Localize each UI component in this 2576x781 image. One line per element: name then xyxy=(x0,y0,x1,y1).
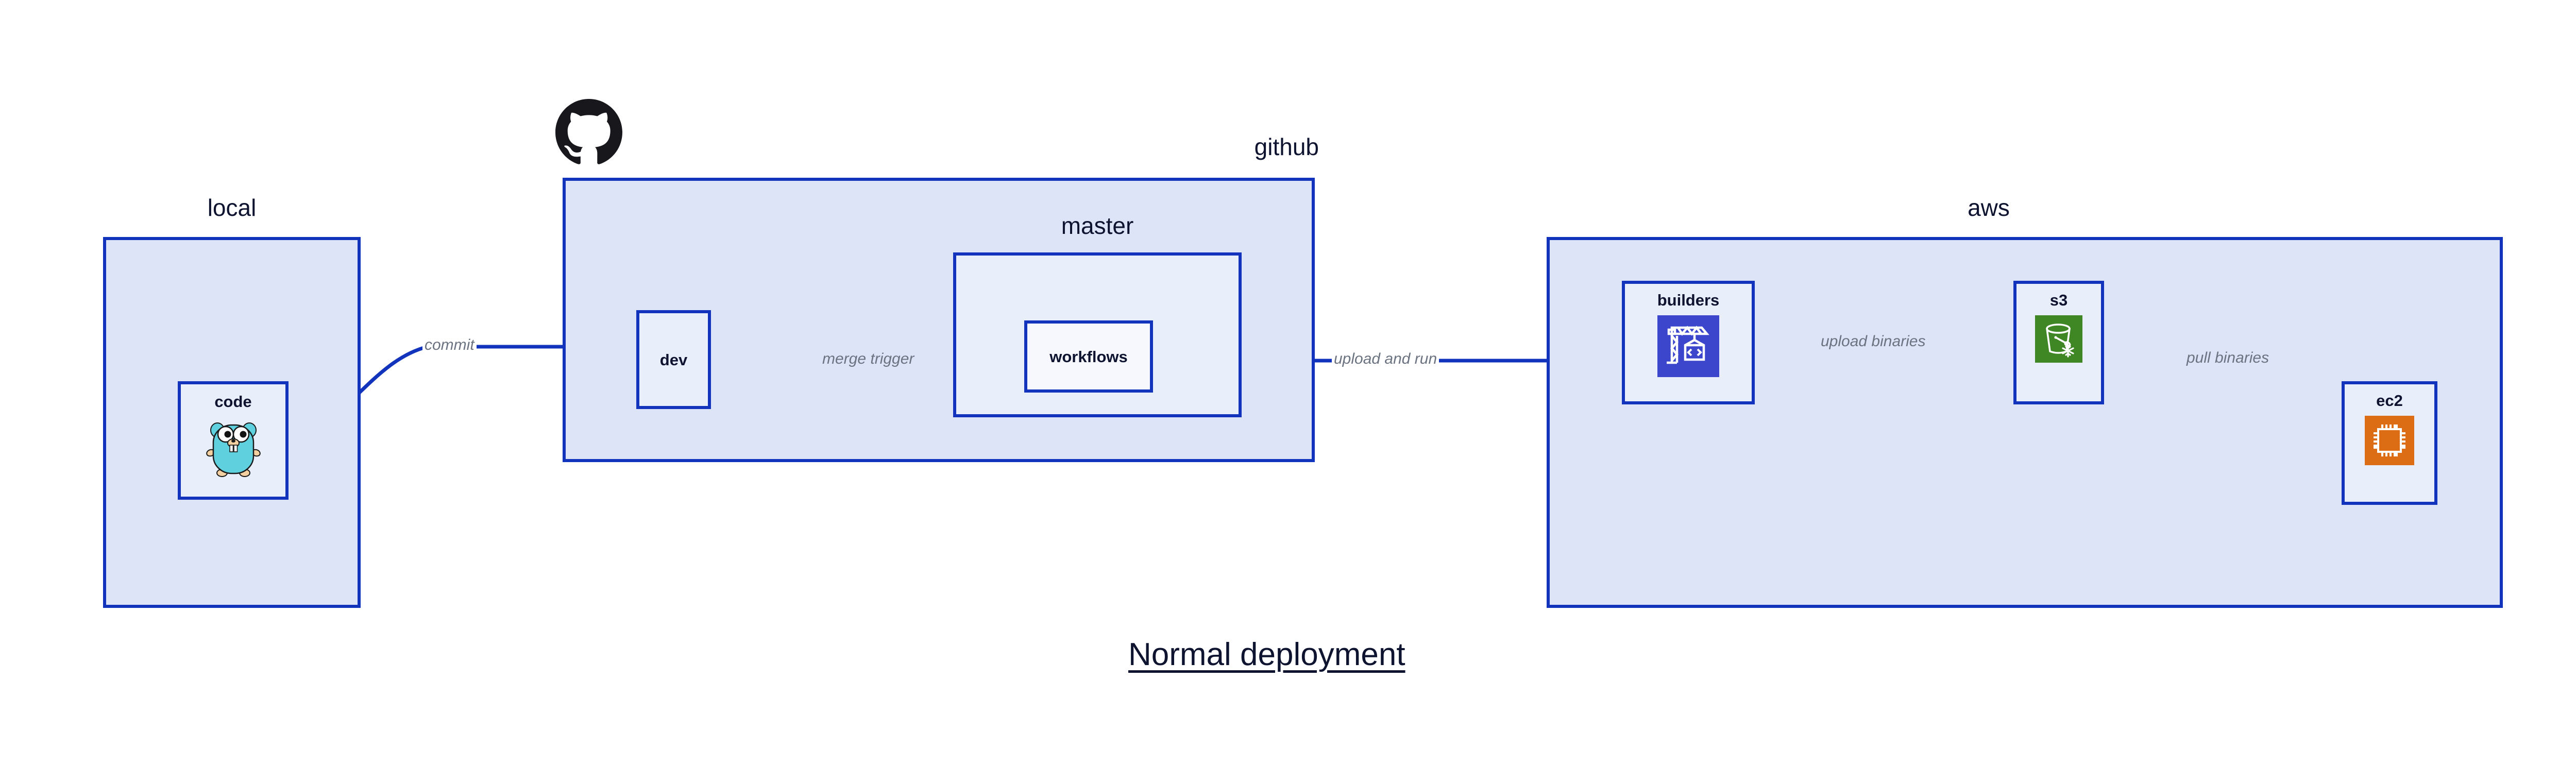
go-gopher-icon xyxy=(205,416,262,480)
diagram-title: Normal deployment xyxy=(1128,637,1405,672)
edge-label-commit: commit xyxy=(422,336,477,353)
node-s3-label: s3 xyxy=(2049,291,2068,309)
edge-label-upload-binaries: upload binaries xyxy=(1819,333,1928,350)
aws-s3-glacier-icon xyxy=(2035,315,2082,365)
group-label-github: github xyxy=(1254,133,1319,160)
edge-label-upload-and-run: upload and run xyxy=(1332,350,1439,367)
node-code-label: code xyxy=(214,393,252,411)
group-label-local: local xyxy=(207,194,257,221)
node-ec2[interactable]: ec2 xyxy=(2342,381,2437,505)
edge-label-pull-binaries-wrap: pull binaries xyxy=(2184,349,2272,366)
edge-label-merge-trigger: merge trigger xyxy=(820,350,917,367)
node-ec2-label: ec2 xyxy=(2376,392,2403,410)
node-workflows-label: workflows xyxy=(1049,347,1128,366)
edge-label-pull-binaries: pull binaries xyxy=(2184,349,2272,366)
edge-label-commit-wrap: commit xyxy=(422,336,477,353)
group-label-aws: aws xyxy=(1968,194,2010,221)
edge-label-upload-binaries-wrap: upload binaries xyxy=(1819,333,1928,350)
node-dev-label: dev xyxy=(659,350,688,369)
node-builders-label: builders xyxy=(1657,291,1720,309)
node-code[interactable]: code xyxy=(178,381,289,500)
aws-ec2-icon xyxy=(2365,416,2414,468)
node-s3[interactable]: s3 xyxy=(2013,281,2104,404)
edge-label-merge-trigger-wrap: merge trigger xyxy=(820,350,917,367)
group-label-master: master xyxy=(1061,212,1134,239)
node-builders[interactable]: builders xyxy=(1622,281,1755,404)
aws-codebuild-icon xyxy=(1657,315,1719,380)
github-octocat-icon xyxy=(555,99,622,166)
node-dev[interactable]: dev xyxy=(636,310,711,409)
group-box-local xyxy=(103,237,361,608)
edge-label-upload-and-run-wrap: upload and run xyxy=(1332,350,1439,367)
node-workflows[interactable]: workflows xyxy=(1024,320,1153,393)
